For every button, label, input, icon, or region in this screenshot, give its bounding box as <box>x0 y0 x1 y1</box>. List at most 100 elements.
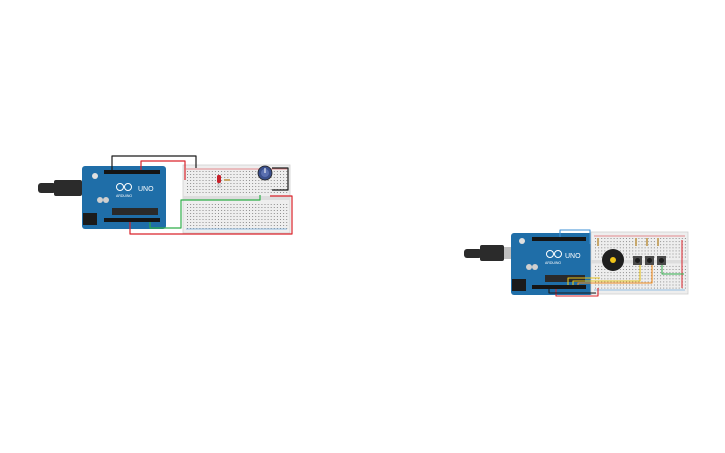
breadboard-hole <box>647 281 649 283</box>
wires[interactable] <box>548 229 684 297</box>
breadboard-hole <box>666 284 668 286</box>
breadboard-hole <box>641 250 643 252</box>
breadboard-hole <box>202 180 204 181</box>
breadboard-hole <box>610 287 612 289</box>
breadboard-hole <box>626 275 627 277</box>
breadboard-hole <box>218 183 219 184</box>
breadboard-hole <box>638 253 640 255</box>
breadboard-hole <box>672 281 674 283</box>
pushbuttons[interactable] <box>633 256 666 265</box>
breadboard-hole <box>610 275 612 277</box>
pushbutton[interactable] <box>645 256 654 265</box>
pushbutton[interactable] <box>633 256 642 265</box>
breadboard-hole <box>601 281 603 283</box>
breadboard-hole <box>267 183 269 184</box>
breadboard-hole <box>598 250 600 252</box>
breadboard-hole <box>202 207 204 208</box>
breadboard-hole <box>187 210 188 211</box>
breadboard-hole <box>663 275 665 277</box>
breadboard-hole <box>613 247 615 249</box>
breadboard-hole <box>280 204 281 205</box>
breadboard-hole <box>233 228 235 229</box>
breadboard-hole <box>264 192 266 193</box>
breadboard-hole <box>255 207 257 208</box>
breadboard-hole <box>193 174 195 175</box>
breadboard-hole <box>233 183 235 184</box>
breadboard-hole <box>245 213 247 214</box>
piezo-buzzer[interactable] <box>602 249 624 271</box>
breadboard-hole <box>199 207 201 208</box>
circuit-1[interactable]: UNO ARDUINO <box>38 155 293 235</box>
breadboard-hole <box>187 180 188 181</box>
breadboard-hole <box>249 225 250 226</box>
arduino-uno-board[interactable]: UNO ARDUINO <box>82 166 166 229</box>
breadboard-hole <box>255 189 257 190</box>
led[interactable] <box>217 175 221 188</box>
breadboard-hole <box>221 186 223 187</box>
breadboard-hole <box>613 272 615 274</box>
breadboard-hole <box>233 225 235 226</box>
breadboard-hole <box>672 287 674 289</box>
breadboard-hole <box>202 228 204 229</box>
breadboard-hole <box>607 281 609 283</box>
breadboard-hole <box>236 219 238 220</box>
breadboard-hole <box>221 171 223 172</box>
arduino-uno-board[interactable]: UNO ARDUINO <box>511 233 593 295</box>
breadboard-hole <box>653 241 655 243</box>
breadboard-hole <box>202 213 204 214</box>
breadboard-hole <box>252 189 254 190</box>
breadboard-hole <box>258 213 260 214</box>
breadboard-hole <box>273 213 275 214</box>
breadboard-hole <box>249 177 250 178</box>
breadboard-hole <box>653 244 655 246</box>
breadboard-hole <box>669 281 671 283</box>
breadboard-hole <box>647 238 649 239</box>
breadboard-hole <box>672 275 674 277</box>
breadboard-hole <box>672 238 674 239</box>
breadboard-hole <box>641 244 643 246</box>
breadboard-hole <box>249 183 250 184</box>
breadboard-hole <box>230 213 232 214</box>
breadboard-hole <box>684 247 686 249</box>
breadboard-hole <box>635 265 637 267</box>
breadboard-hole <box>214 228 216 229</box>
breadboard-hole <box>647 250 649 252</box>
breadboard-hole <box>270 213 272 214</box>
breadboard-hole <box>242 174 244 175</box>
usb-cable[interactable] <box>464 245 518 261</box>
wires[interactable] <box>111 155 293 235</box>
breadboard-hole <box>199 225 201 226</box>
breadboard-hole <box>230 210 232 211</box>
breadboard-hole <box>236 180 238 181</box>
breadboard-hole <box>199 222 201 223</box>
breadboard-hole <box>242 204 244 205</box>
breadboard-hole <box>678 272 680 274</box>
resistors[interactable] <box>597 238 659 246</box>
breadboard[interactable] <box>182 164 291 234</box>
breadboard-hole <box>193 219 195 220</box>
breadboard-hole <box>598 256 600 258</box>
breadboard-hole <box>208 186 210 187</box>
breadboard-hole <box>684 253 686 255</box>
breadboard-hole <box>214 177 216 178</box>
potentiometer[interactable] <box>257 165 273 181</box>
breadboard-hole <box>245 174 247 175</box>
breadboard-hole <box>252 219 254 220</box>
breadboard-hole <box>276 177 278 178</box>
pushbutton[interactable] <box>657 256 666 265</box>
breadboard-hole <box>187 171 188 172</box>
breadboard-hole <box>644 269 646 270</box>
breadboard-hole <box>196 225 198 226</box>
breadboard-hole <box>672 241 674 243</box>
breadboard-hole <box>267 204 269 205</box>
breadboard-hole <box>635 278 637 280</box>
breadboard-hole <box>663 281 665 283</box>
circuit-2[interactable]: UNO ARDUINO <box>464 229 689 297</box>
breadboard-hole <box>663 284 665 286</box>
breadboard-hole <box>239 180 241 181</box>
breadboard-hole <box>205 180 207 181</box>
breadboard-hole <box>653 256 655 258</box>
breadboard-hole <box>675 250 677 252</box>
breadboard-hole <box>632 256 634 258</box>
